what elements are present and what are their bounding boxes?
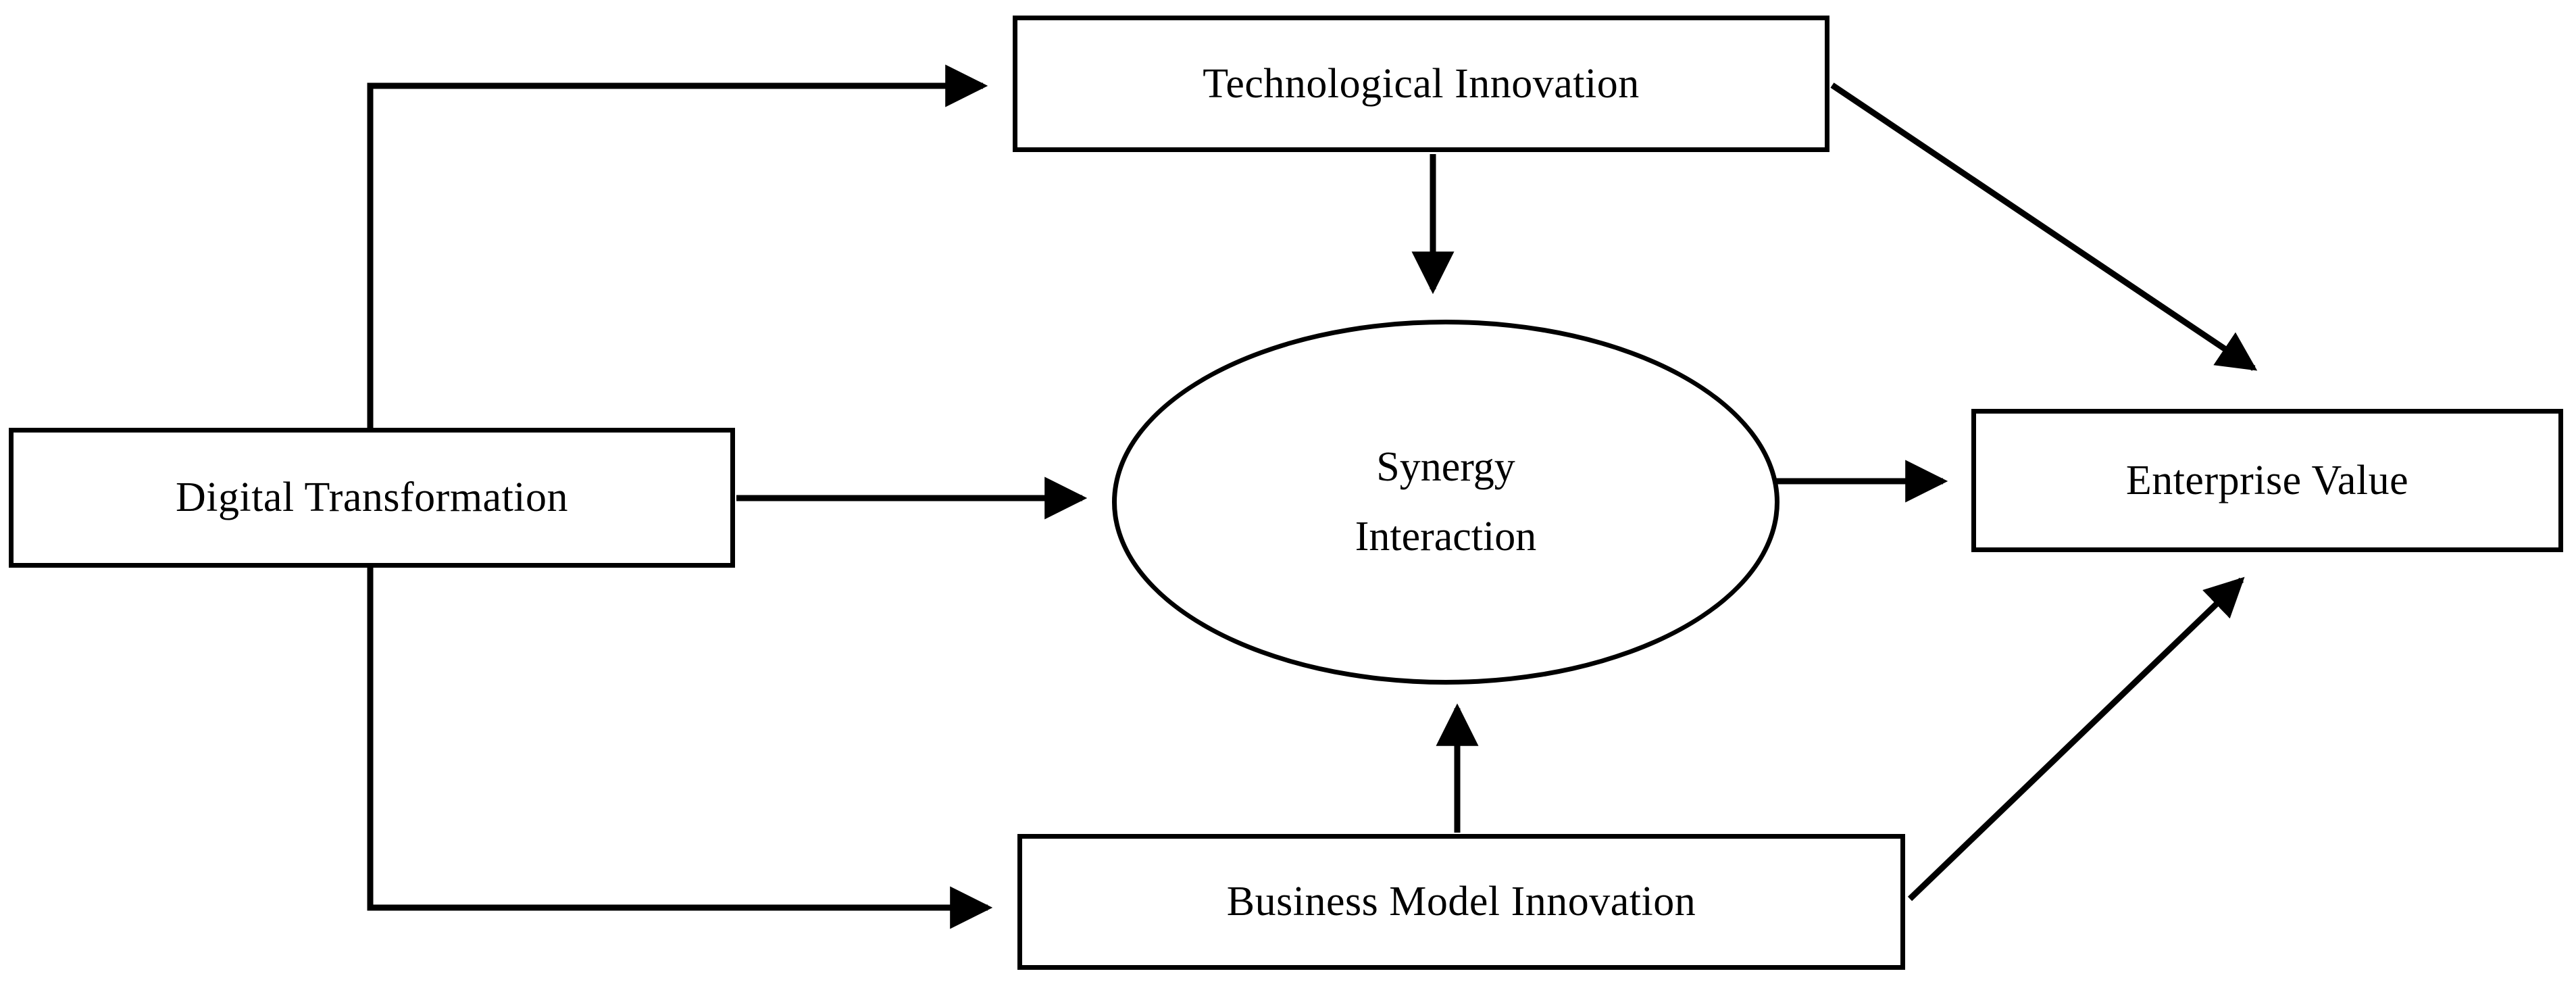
node-business-model-innovation[interactable]: Business Model Innovation xyxy=(1017,834,1905,970)
edge-business-model-innovation-to-enterprise-value xyxy=(1907,576,2245,902)
node-synergy-interaction-label-line-1: Synergy xyxy=(1376,443,1515,490)
node-synergy-interaction[interactable]: Synergy Interaction xyxy=(1112,320,1779,685)
edge-dt-to-technological-innovation xyxy=(367,64,988,430)
edge-dt-to-business-model-innovation xyxy=(367,566,993,929)
node-digital-transformation-label: Digital Transformation xyxy=(175,474,569,521)
node-synergy-interaction-label-line-2: Interaction xyxy=(1355,514,1537,560)
node-enterprise-value-label: Enterprise Value xyxy=(2125,457,2409,503)
node-technological-innovation[interactable]: Technological Innovation xyxy=(1013,16,1829,152)
node-enterprise-value[interactable]: Enterprise Value xyxy=(1971,409,2563,552)
node-digital-transformation[interactable]: Digital Transformation xyxy=(9,428,735,568)
node-business-model-innovation-label: Business Model Innovation xyxy=(1226,879,1696,925)
node-technological-innovation-label: Technological Innovation xyxy=(1203,60,1640,107)
edge-technological-innovation-to-enterprise-value xyxy=(1830,82,2258,371)
